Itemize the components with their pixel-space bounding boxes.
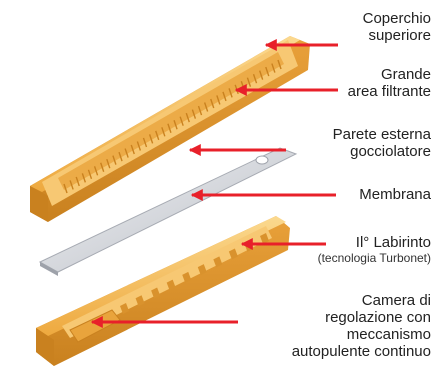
label-top-cover: Coperchio superiore (363, 10, 431, 44)
label-membrane: Membrana (359, 186, 431, 203)
label-line: Camera di (292, 292, 431, 309)
label-line: Membrana (359, 186, 431, 203)
label-line: autopulente continuo (292, 343, 431, 360)
label-line: (tecnologia Turbonet) (318, 251, 431, 266)
label-line: Grande (348, 66, 431, 83)
label-line: Il° Labirinto (318, 234, 431, 251)
label-line: regolazione con (292, 309, 431, 326)
label-chamber: Camera di regolazione con meccanismo aut… (292, 292, 431, 360)
label-line: meccanismo (292, 326, 431, 343)
label-line: Parete esterna (333, 126, 431, 143)
label-filter-area: Grande area filtrante (348, 66, 431, 100)
label-line: gocciolatore (333, 143, 431, 160)
label-line: area filtrante (348, 83, 431, 100)
label-outer-wall: Parete esterna gocciolatore (333, 126, 431, 160)
labyrinth-body (36, 216, 290, 366)
label-labyrinth: Il° Labirinto (tecnologia Turbonet) (318, 234, 431, 266)
label-line: superiore (363, 27, 431, 44)
label-line: Coperchio (363, 10, 431, 27)
